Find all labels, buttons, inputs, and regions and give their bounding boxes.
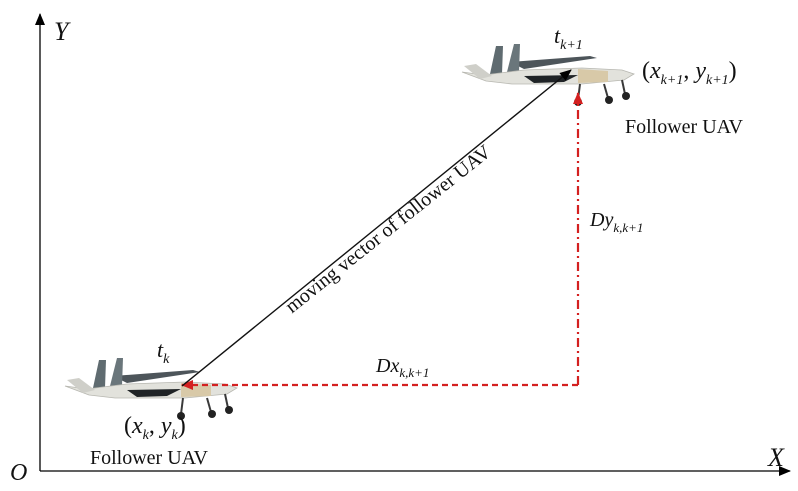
- start-coordinate-label: (xk, yk): [124, 413, 186, 443]
- start-time-label: tk: [157, 337, 170, 367]
- start-uav-image: [64, 357, 238, 421]
- dy-label: Dyk,k+1: [589, 209, 643, 235]
- end-uav-caption: Follower UAV: [625, 116, 744, 138]
- origin-label: O: [10, 460, 27, 486]
- x-axis-label: X: [767, 443, 785, 472]
- moving-vector-label: moving vector of follower UAV: [281, 141, 496, 318]
- moving-vector-arrow: [181, 69, 572, 387]
- end-coordinate-label: (xk+1, yk+1): [642, 58, 737, 88]
- end-uav-image: [461, 43, 635, 107]
- start-uav-caption: Follower UAV: [90, 447, 209, 469]
- dx-label: Dxk,k+1: [375, 355, 429, 380]
- end-time-label: tk+1: [554, 23, 583, 53]
- y-axis-label: Y: [54, 17, 71, 46]
